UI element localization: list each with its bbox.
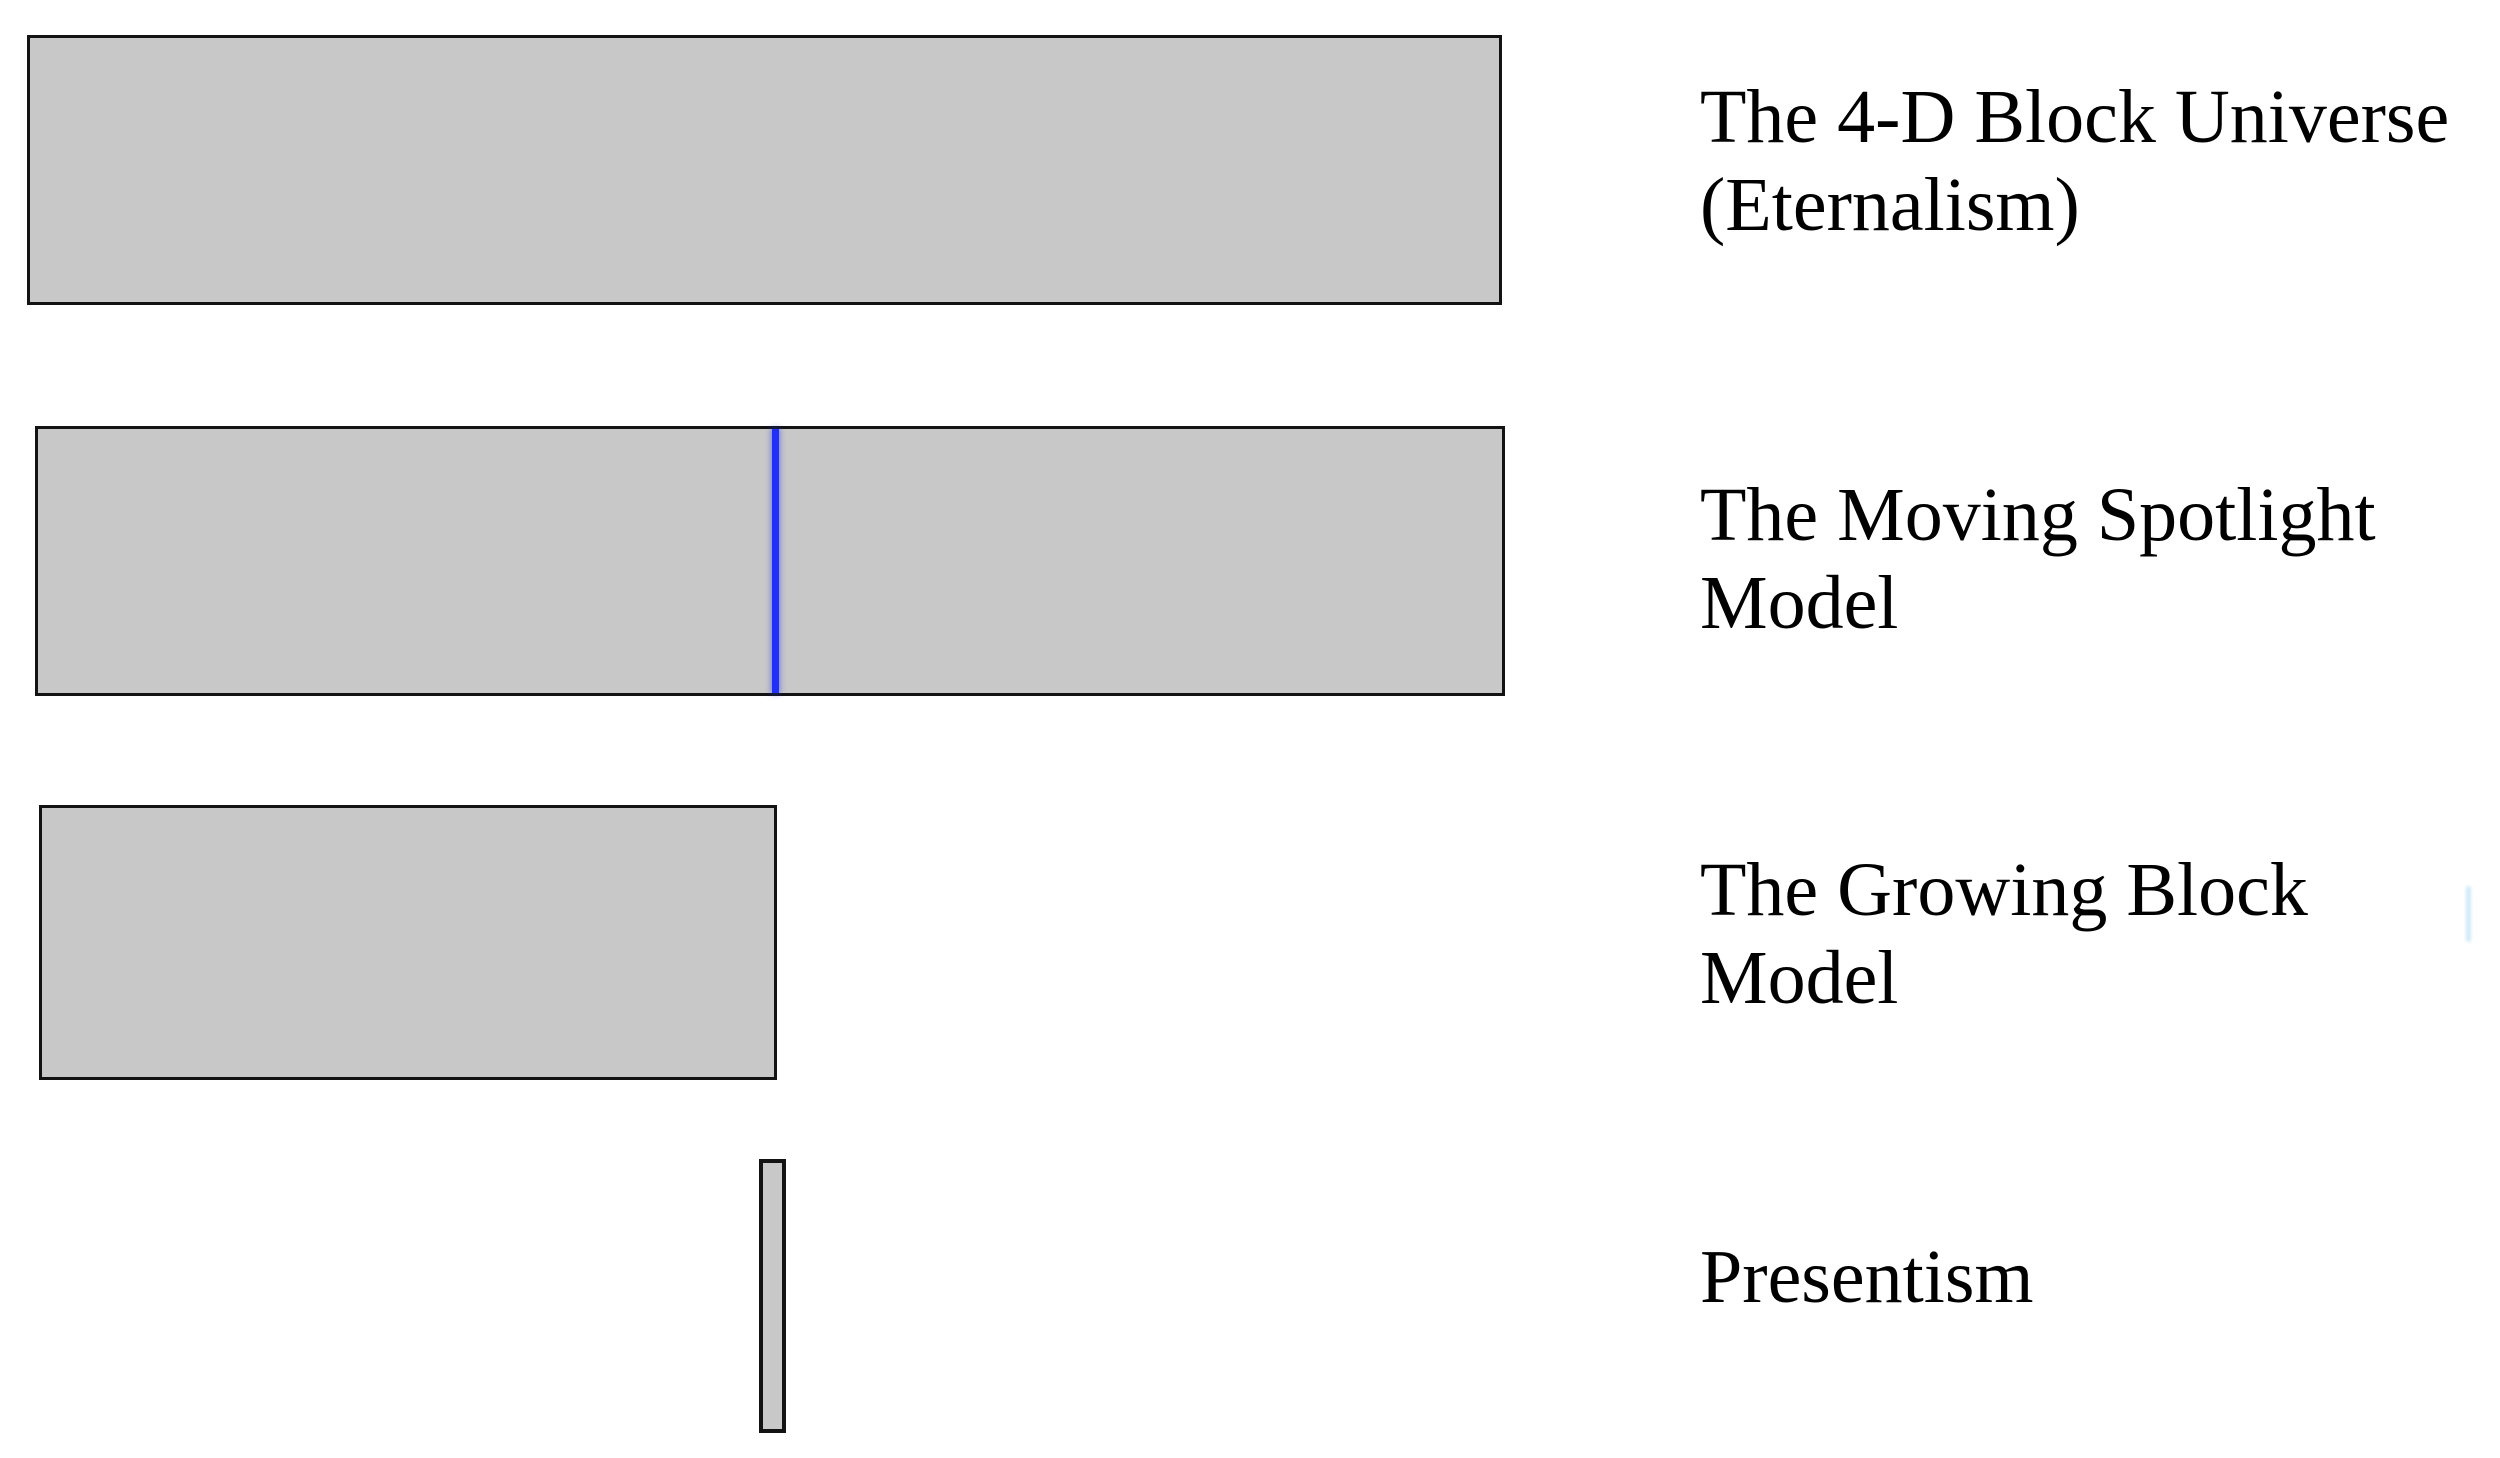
- label-growing-block: The Growing Block Model: [1700, 846, 2500, 1022]
- bar-growing-block: [39, 805, 777, 1080]
- label-growing-block-line-1: The Growing Block: [1700, 848, 2308, 932]
- edge-artifact-line: [2466, 886, 2471, 942]
- label-moving-spotlight-line-2: Model: [1700, 561, 1899, 645]
- label-eternalism: The 4-D Block Universe (Eternalism): [1700, 73, 2500, 249]
- label-eternalism-line-2: (Eternalism): [1700, 163, 2080, 247]
- label-growing-block-line-2: Model: [1700, 936, 1899, 1020]
- label-moving-spotlight: The Moving Spotlight Model: [1700, 471, 2500, 647]
- bar-eternalism: [27, 35, 1502, 305]
- now-line: [772, 429, 779, 693]
- label-moving-spotlight-line-1: The Moving Spotlight: [1700, 473, 2376, 557]
- label-presentism-line-1: Presentism: [1700, 1235, 2034, 1319]
- label-eternalism-line-1: The 4-D Block Universe: [1700, 75, 2450, 159]
- label-presentism: Presentism: [1700, 1233, 2500, 1321]
- bar-presentism: [759, 1159, 786, 1433]
- bar-moving-spotlight: [35, 426, 1505, 696]
